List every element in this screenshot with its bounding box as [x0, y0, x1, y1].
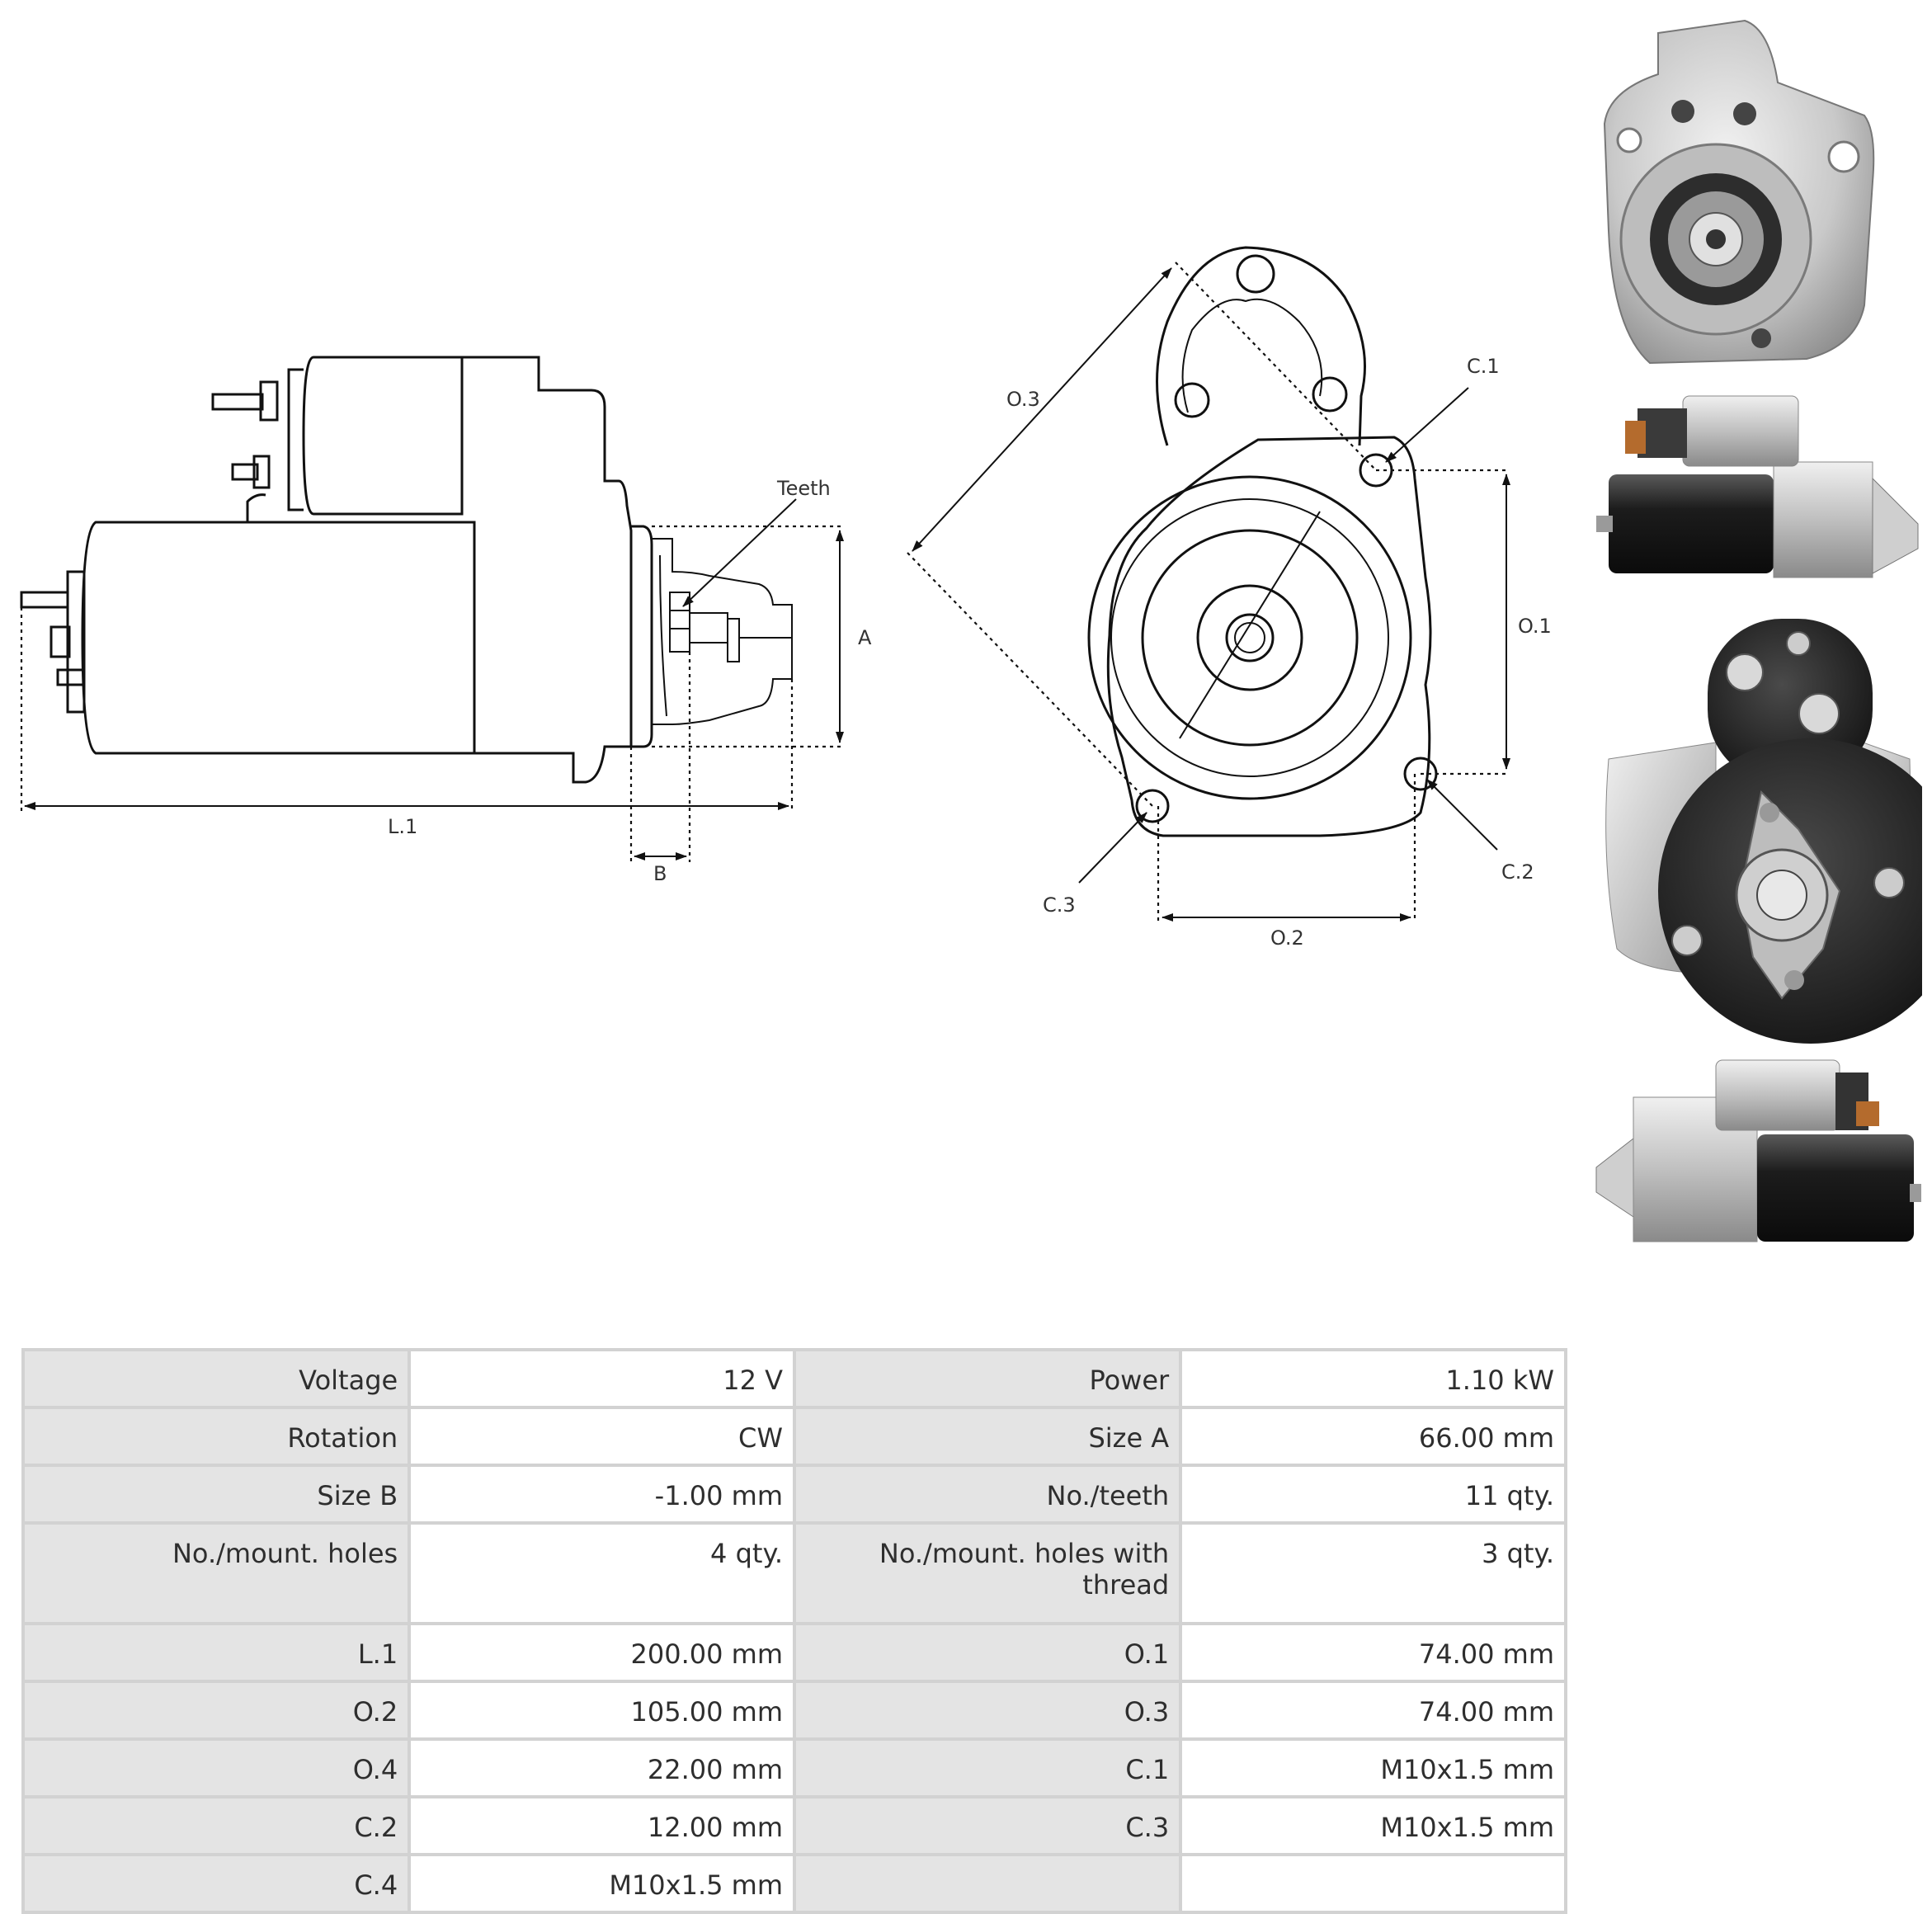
table-row: Voltage 12 V Power 1.10 kW — [25, 1351, 1564, 1406]
rear-terminal-top — [20, 591, 69, 609]
label-o3: O.3 — [1006, 388, 1040, 411]
product-photo-front-angle — [1603, 19, 1875, 365]
c1-leader — [1385, 387, 1469, 463]
spec-label: Size B — [25, 1467, 408, 1521]
c2-leader — [1426, 779, 1498, 851]
spec-label: C.4 — [25, 1856, 408, 1911]
side-view-drawing: Teeth A L.1 B — [20, 356, 872, 885]
lobe-hole-top — [1236, 254, 1275, 294]
spec-value: 3 qty. — [1182, 1525, 1564, 1622]
spec-label: No./mount. holes — [25, 1525, 408, 1622]
spec-value: 11 qty. — [1182, 1467, 1564, 1521]
table-row: L.1 200.00 mm O.1 74.00 mm — [25, 1625, 1564, 1680]
spec-value: -1.00 mm — [411, 1467, 793, 1521]
spec-label: O.2 — [25, 1683, 408, 1737]
dimension-o3-arrow — [912, 267, 1172, 552]
product-photo-side-right — [1596, 395, 1919, 578]
spec-value: 22.00 mm — [411, 1741, 793, 1795]
spec-value: CW — [411, 1409, 793, 1464]
housing-outer-circle — [1087, 475, 1412, 800]
end-cap — [66, 570, 86, 714]
label-a: A — [858, 626, 872, 649]
front-flange — [631, 525, 653, 748]
table-row: O.2 105.00 mm O.3 74.00 mm — [25, 1683, 1564, 1737]
spec-value: M10x1.5 mm — [1182, 1741, 1564, 1795]
spec-value — [1182, 1856, 1564, 1911]
pinion-nose — [652, 538, 793, 725]
spec-value: 12.00 mm — [411, 1798, 793, 1853]
shaft-inner — [1234, 622, 1265, 653]
spec-value: 105.00 mm — [411, 1683, 793, 1737]
spec-label: Voltage — [25, 1351, 408, 1406]
spec-value: 66.00 mm — [1182, 1409, 1564, 1464]
solenoid-terminal-bottom-nut — [252, 455, 271, 489]
solenoid-outline — [302, 356, 464, 516]
label-c1: C.1 — [1467, 355, 1500, 378]
label-c2: C.2 — [1501, 860, 1534, 884]
spec-label: Power — [795, 1351, 1180, 1406]
spec-label: O.4 — [25, 1741, 408, 1795]
hub-circle — [1196, 584, 1303, 691]
spec-value: 1.10 kW — [1182, 1351, 1564, 1406]
table-row: Rotation CW Size A 66.00 mm — [25, 1409, 1564, 1464]
spec-label: C.2 — [25, 1798, 408, 1853]
rear-terminal-mid — [49, 625, 71, 658]
spec-value: M10x1.5 mm — [411, 1856, 793, 1911]
spec-value: M10x1.5 mm — [1182, 1798, 1564, 1853]
label-l1: L.1 — [388, 815, 417, 838]
hole-c3 — [1135, 789, 1170, 823]
spec-label: No./teeth — [795, 1467, 1180, 1521]
table-row: No./mount. holes 4 qty. No./mount. holes… — [25, 1525, 1564, 1622]
label-o1: O.1 — [1518, 615, 1552, 638]
technical-drawings: Teeth A L.1 B — [20, 246, 1552, 950]
spec-label: C.1 — [795, 1741, 1180, 1795]
teeth-leader — [682, 498, 797, 607]
label-teeth: Teeth — [776, 477, 831, 500]
spec-label: O.3 — [795, 1683, 1180, 1737]
spec-label — [795, 1856, 1180, 1911]
spec-label: L.1 — [25, 1625, 408, 1680]
label-c3: C.3 — [1043, 893, 1076, 917]
specifications-table: Voltage 12 V Power 1.10 kW Rotation CW S… — [21, 1348, 1567, 1914]
spec-label: O.1 — [795, 1625, 1180, 1680]
spec-label: No./mount. holes with thread — [795, 1525, 1180, 1622]
solenoid-terminal-bottom — [231, 463, 259, 481]
housing-inner-circle — [1110, 498, 1389, 777]
table-row: C.4 M10x1.5 mm — [25, 1856, 1564, 1911]
solenoid-terminal-top — [211, 393, 264, 411]
spec-label: Size A — [795, 1409, 1180, 1464]
spec-value: 12 V — [411, 1351, 793, 1406]
rear-terminal-bottom — [56, 668, 86, 686]
spec-value: 200.00 mm — [411, 1625, 793, 1680]
spec-label: C.3 — [795, 1798, 1180, 1853]
front-view-drawing: O.3 C.1 O.1 C.2 C.3 O.2 — [907, 246, 1552, 950]
housing-face-circle — [1141, 529, 1359, 747]
lobe-hole-left — [1174, 382, 1210, 418]
product-photo-side-left — [1595, 1059, 1921, 1242]
pinion-gear — [669, 592, 690, 653]
product-photo-rear — [1605, 619, 1922, 1044]
label-b: B — [653, 862, 667, 885]
solenoid-terminal-top-nut — [259, 380, 279, 422]
spec-label: Rotation — [25, 1409, 408, 1464]
spec-value: 4 qty. — [411, 1525, 793, 1622]
c3-leader — [1078, 812, 1147, 884]
drive-housing-outline — [462, 356, 633, 784]
lobe-hole-right — [1312, 376, 1348, 412]
table-row: C.2 12.00 mm C.3 M10x1.5 mm — [25, 1798, 1564, 1853]
table-row: Size B -1.00 mm No./teeth 11 qty. — [25, 1467, 1564, 1521]
table-row: O.4 22.00 mm C.1 M10x1.5 mm — [25, 1741, 1564, 1795]
spec-value: 74.00 mm — [1182, 1625, 1564, 1680]
shaft-outer — [1225, 613, 1275, 662]
spec-value: 74.00 mm — [1182, 1683, 1564, 1737]
motor-body-outline — [81, 521, 476, 755]
label-o2: O.2 — [1270, 926, 1304, 950]
mounting-flange — [1106, 436, 1432, 837]
